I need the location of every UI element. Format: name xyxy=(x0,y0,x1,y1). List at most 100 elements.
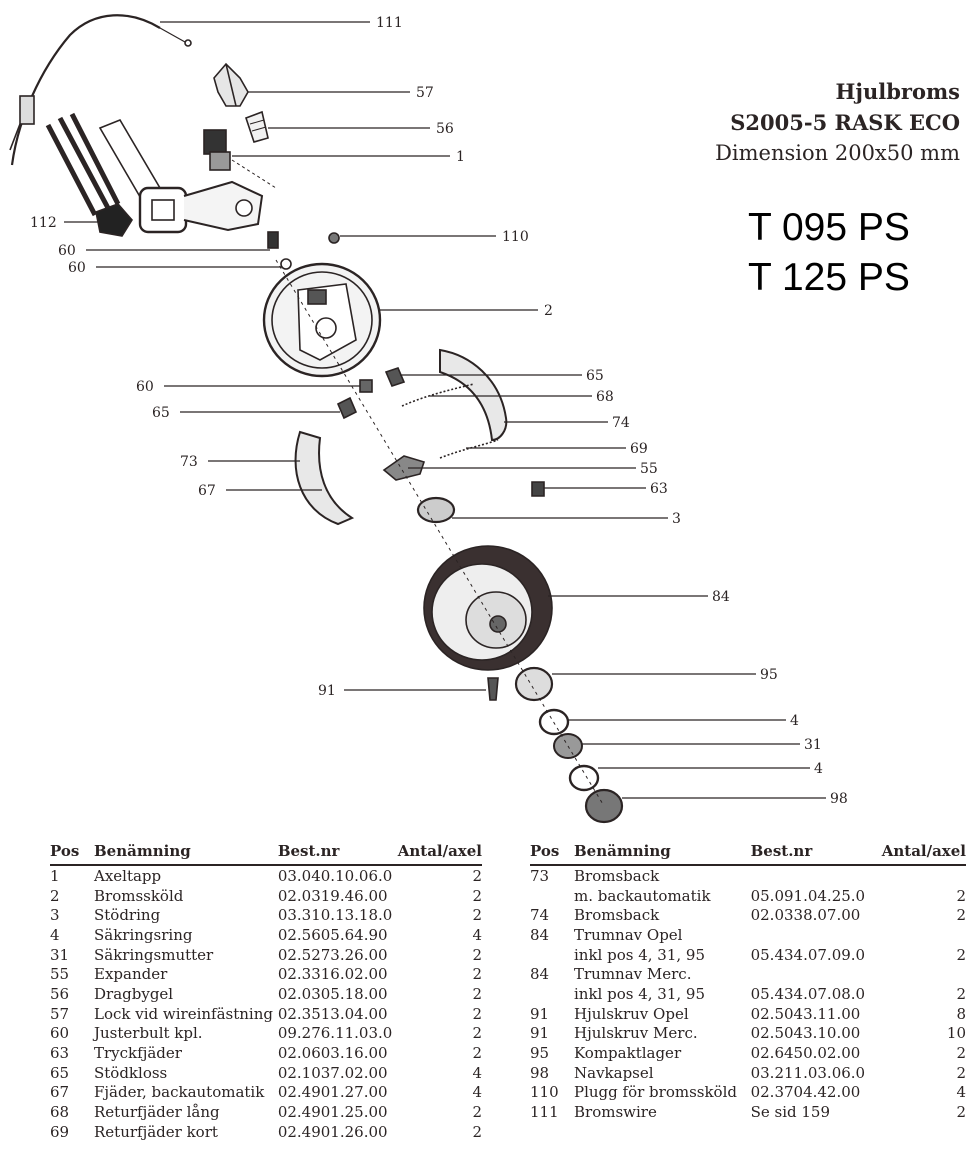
cell-pos: 111 xyxy=(530,1103,559,1122)
cell-qty: 2 xyxy=(472,965,482,984)
title-line-3: Dimension 200x50 mm xyxy=(715,141,960,165)
cell-name: Säkringsring xyxy=(94,925,193,944)
cell-partno: 03.211.03.06.0 xyxy=(750,1063,866,1082)
cell-qty xyxy=(875,865,966,886)
cell-qty: 2 xyxy=(956,984,966,1003)
cell-name: m. backautomatik xyxy=(574,886,711,905)
cell-qty: 2 xyxy=(472,886,482,905)
cell-qty: 2 xyxy=(472,1103,482,1122)
cell-pos: 68 xyxy=(50,1103,70,1122)
support-block-part-1 xyxy=(384,367,406,387)
cell-partno: 02.4901.26.00 xyxy=(277,1122,388,1141)
cell-name: Navkapsel xyxy=(574,1063,654,1082)
callout-63: 63 xyxy=(650,481,668,497)
cell-name: Trumnav Opel xyxy=(574,925,683,944)
table-header-row: Pos Benämning Best.nr Antal/axel xyxy=(50,842,482,866)
cell-pos: 84 xyxy=(530,925,550,944)
cell-pos: 3 xyxy=(50,906,60,925)
cell-partno: 02.4901.27.00 xyxy=(277,1083,388,1102)
brake-shoe-auto-part xyxy=(294,430,355,526)
cell-pos: 55 xyxy=(50,965,70,984)
cell-partno: 02.5043.11.00 xyxy=(750,1004,861,1023)
cell-name: Tryckfjäder xyxy=(94,1044,182,1063)
cell-partno: Se sid 159 xyxy=(750,1103,831,1122)
cell-partno: 02.0338.07.00 xyxy=(750,906,861,925)
cell-name: inkl pos 4, 31, 95 xyxy=(574,945,706,964)
cell-name: Bromsback xyxy=(574,866,660,885)
header-pos: Pos xyxy=(50,842,94,866)
cell-partno: 02.4901.25.00 xyxy=(277,1103,388,1122)
cell-qty: 2 xyxy=(472,1044,482,1063)
cell-partno: 02.0319.46.00 xyxy=(277,886,388,905)
drag-bow-part xyxy=(244,110,269,143)
cell-qty: 4 xyxy=(472,1083,482,1102)
cell-pos: 95 xyxy=(530,1044,550,1063)
callout-67: 67 xyxy=(198,483,216,499)
cell-partno xyxy=(751,925,875,945)
brake-shoe-part xyxy=(439,348,508,442)
wire-cap-part xyxy=(213,62,249,107)
wheel-bolt-part xyxy=(487,677,499,701)
cell-name: Lock vid wireinfästning xyxy=(94,1004,273,1023)
cell-qty: 2 xyxy=(472,1024,482,1043)
cell-qty: 2 xyxy=(472,1004,482,1023)
cell-pos: 67 xyxy=(50,1083,70,1102)
cell-pos xyxy=(530,945,574,965)
cell-pos: 91 xyxy=(530,1024,550,1043)
callout-65-b: 65 xyxy=(152,405,170,421)
cell-partno: 02.6450.02.00 xyxy=(750,1044,861,1063)
cell-partno: 05.434.07.08.0 xyxy=(750,984,866,1003)
header-partno: Best.nr xyxy=(750,842,875,866)
cell-partno: 02.3704.42.00 xyxy=(750,1083,861,1102)
cell-pos: 2 xyxy=(50,886,60,905)
cell-qty: 2 xyxy=(956,945,966,964)
cell-qty: 2 xyxy=(472,984,482,1003)
title-line-1: Hjulbroms xyxy=(835,79,960,104)
callout-112: 112 xyxy=(30,215,57,231)
lock-nut-part xyxy=(553,733,583,759)
callout-73: 73 xyxy=(180,454,198,470)
cell-partno xyxy=(751,865,875,886)
cell-partno: 02.0603.16.00 xyxy=(277,1044,388,1063)
cell-name: Dragbygel xyxy=(94,984,174,1003)
cell-pos: 63 xyxy=(50,1044,70,1063)
cell-name: Bromsback xyxy=(574,906,660,925)
cell-name: Axeltapp xyxy=(94,866,162,885)
cell-pos: 84 xyxy=(530,965,550,984)
pressure-spring-part xyxy=(531,481,545,497)
hub-cap-part xyxy=(584,788,624,824)
cell-name: Bromssköld xyxy=(94,886,184,905)
cell-pos: 110 xyxy=(530,1083,559,1102)
cell-partno: 03.310.13.18.0 xyxy=(277,906,393,925)
support-ring-part xyxy=(416,496,456,524)
callout-95: 95 xyxy=(760,667,778,683)
table-row: 2 Bromssköld 02.0319.46.00 2 xyxy=(50,886,482,906)
callout-4-b: 4 xyxy=(814,761,823,777)
cell-name: Stödkloss xyxy=(94,1063,168,1082)
cell-qty xyxy=(875,964,966,984)
cell-qty: 2 xyxy=(956,1063,966,1082)
callout-68: 68 xyxy=(596,389,614,405)
cell-qty: 2 xyxy=(472,1122,482,1141)
cell-qty: 4 xyxy=(472,925,482,944)
cell-pos: 98 xyxy=(530,1063,550,1082)
cell-pos xyxy=(530,886,574,906)
cell-qty: 2 xyxy=(956,1044,966,1063)
callout-69: 69 xyxy=(630,441,648,457)
cell-partno: 02.5273.26.00 xyxy=(277,945,388,964)
cell-qty: 4 xyxy=(956,1083,966,1102)
